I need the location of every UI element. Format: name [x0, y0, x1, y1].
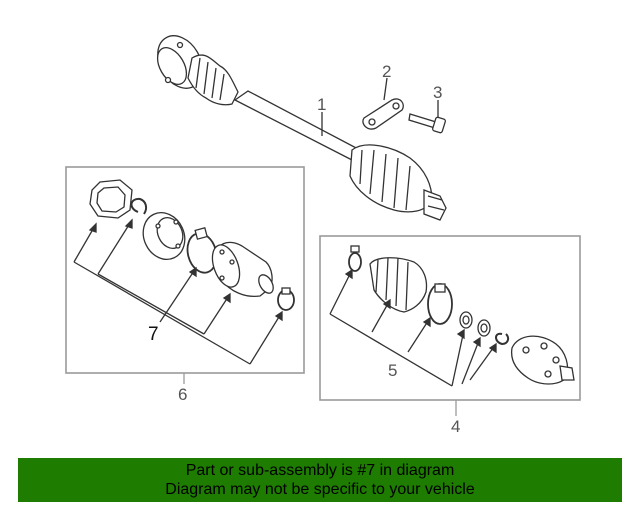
- gasket: [89, 179, 133, 219]
- callout-6: 6: [178, 385, 187, 404]
- callout-5: 5: [388, 361, 397, 380]
- callout-2: 2: [382, 62, 391, 81]
- callout-7: 7: [148, 324, 159, 345]
- callout-4: 4: [451, 417, 460, 436]
- kit-4-parts: [329, 245, 575, 416]
- bracket-plate: [362, 77, 404, 130]
- kit-6-parts: [73, 179, 295, 365]
- callout-3: 3: [433, 83, 442, 102]
- info-banner: Part or sub-assembly is #7 in diagram Di…: [18, 458, 622, 502]
- banner-line-1: Part or sub-assembly is #7 in diagram: [185, 462, 455, 479]
- circlip-small: [130, 197, 148, 215]
- callout-1: 1: [317, 95, 326, 114]
- banner-line-2: Diagram may not be specific to your vehi…: [165, 481, 475, 498]
- axle-shaft-assembly: [156, 35, 447, 221]
- bolt: [408, 100, 446, 134]
